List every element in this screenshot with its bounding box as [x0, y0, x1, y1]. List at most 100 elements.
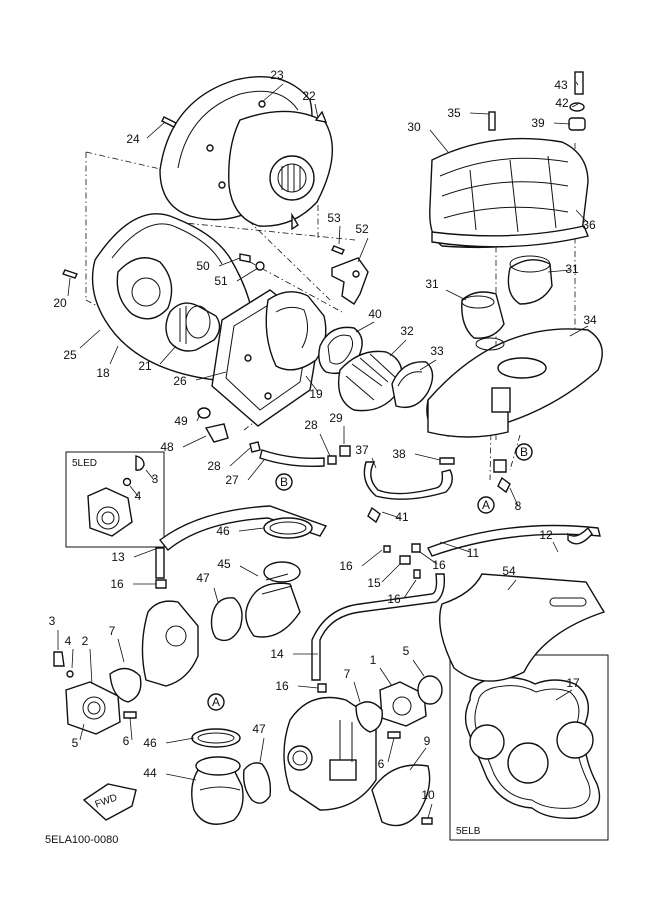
leader-line-19 — [305, 375, 319, 393]
callout-46: 46 — [143, 736, 157, 750]
callout-27: 27 — [225, 473, 239, 487]
callout-50: 50 — [196, 259, 210, 273]
callout-2: 2 — [82, 634, 89, 648]
inset-5led: 5LED — [65, 451, 165, 548]
callout-47: 47 — [252, 722, 266, 736]
callout-30: 30 — [407, 120, 421, 134]
callout-4: 4 — [135, 489, 142, 503]
intake-joint-21 — [165, 302, 221, 352]
callout-51: 51 — [214, 274, 228, 288]
hoses — [155, 449, 601, 681]
callout-23: 23 — [270, 68, 284, 82]
leader-line-52 — [357, 237, 369, 263]
leader-line-12 — [552, 541, 559, 553]
callout-16: 16 — [339, 559, 353, 573]
leader-line-43 — [575, 81, 579, 86]
clamp-47-upper — [210, 597, 243, 642]
o-ring-5 — [417, 675, 443, 705]
leader-line-3 — [145, 469, 155, 481]
callout-7: 7 — [109, 624, 116, 638]
carburetor-ghost — [141, 600, 199, 687]
callout-32: 32 — [400, 324, 414, 338]
callout-16: 16 — [387, 592, 401, 606]
callout-43: 43 — [554, 78, 568, 92]
carburetor — [283, 696, 377, 811]
leader-line-13 — [133, 547, 159, 558]
callout-16: 16 — [275, 679, 289, 693]
leader-line-26 — [195, 371, 227, 381]
leader-line-49 — [196, 413, 201, 422]
callout-15: 15 — [367, 576, 381, 590]
clamp-46-lower — [191, 728, 241, 748]
panel-54 — [439, 573, 606, 682]
callout-53: 53 — [327, 211, 341, 225]
leader-line-8 — [509, 487, 519, 507]
clamp-33 — [391, 361, 434, 409]
leader-line-32 — [389, 339, 407, 357]
leader-line-21 — [159, 345, 177, 365]
leader-line-35 — [469, 112, 490, 115]
callout-29: 29 — [329, 411, 343, 425]
callout-39: 39 — [531, 116, 545, 130]
clamp-47-lower — [242, 762, 272, 804]
leader-line-16 — [297, 685, 319, 689]
callout-20: 20 — [53, 296, 67, 310]
joint-2 — [65, 681, 121, 735]
leader-line-51 — [236, 267, 259, 282]
leader-line-40 — [355, 321, 375, 333]
callout-24: 24 — [126, 132, 140, 146]
leader-line-16 — [403, 579, 417, 599]
callout-1: 1 — [370, 653, 377, 667]
leader-line-54 — [507, 579, 517, 591]
leader-line-20 — [67, 277, 71, 297]
fasteners — [53, 71, 586, 825]
leader-line-11 — [439, 541, 471, 553]
leader-line-1 — [379, 667, 393, 687]
diagram-code: 5ELA100-0080 — [45, 834, 118, 846]
callout-40: 40 — [368, 307, 382, 321]
leader-line-31 — [547, 269, 571, 273]
leader-line-39 — [553, 122, 571, 125]
callout-16: 16 — [432, 558, 446, 572]
callout-45: 45 — [217, 557, 231, 571]
joint-31-upper — [507, 255, 553, 305]
callout-37: 37 — [355, 443, 369, 457]
callout-22: 22 — [302, 89, 316, 103]
callout-5: 5 — [72, 736, 79, 750]
leader-line-27 — [247, 459, 265, 481]
callout-10: 10 — [421, 788, 435, 802]
leader-line-5 — [412, 659, 425, 677]
leader-line-48 — [182, 435, 207, 448]
leader-line-5 — [79, 723, 85, 741]
callout-44: 44 — [143, 766, 157, 780]
callout-16: 16 — [110, 577, 124, 591]
leader-line-10 — [427, 803, 433, 819]
forward-arrow-icon: FWD — [82, 783, 137, 821]
callout-54: 54 — [502, 564, 516, 578]
callout-12: 12 — [539, 528, 553, 542]
callout-6: 6 — [123, 734, 130, 748]
callout-17: 17 — [566, 676, 580, 690]
leader-line-28 — [229, 447, 251, 467]
callout-46: 46 — [216, 524, 230, 538]
callout-36: 36 — [582, 218, 596, 232]
ref-mark-b-1: B — [280, 475, 288, 489]
leader-line-2 — [89, 648, 93, 685]
leader-line-22 — [314, 103, 319, 119]
callout-28: 28 — [207, 459, 221, 473]
leader-line-42 — [571, 103, 579, 108]
callout-6: 6 — [378, 757, 385, 771]
leader-line-50 — [218, 257, 241, 267]
callout-26: 26 — [173, 374, 187, 388]
leader-line-30 — [429, 129, 449, 153]
leader-line-6 — [387, 737, 395, 763]
callout-4: 4 — [65, 634, 72, 648]
leader-line-17 — [555, 689, 573, 701]
leader-line-24 — [146, 121, 166, 139]
callout-41: 41 — [395, 510, 409, 524]
callout-14: 14 — [270, 647, 284, 661]
joint-31-lower — [461, 291, 505, 339]
